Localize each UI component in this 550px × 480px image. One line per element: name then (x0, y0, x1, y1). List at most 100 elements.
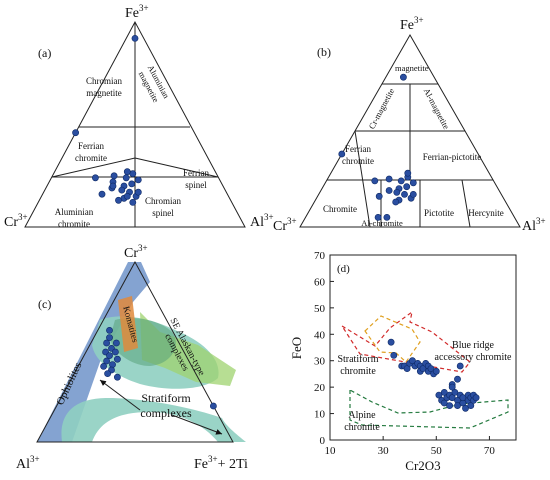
field-label-cr-magnetite: Cr-magnetite (366, 86, 396, 130)
data-point (392, 198, 400, 206)
field-stratiform-lower (61, 398, 246, 442)
data-point (448, 383, 456, 391)
data-point (112, 348, 119, 356)
panel-label: (d) (337, 263, 350, 275)
data-points-b (338, 73, 417, 221)
field-label-pictotite: Pictotite (424, 208, 454, 218)
data-point (106, 334, 113, 341)
data-point (113, 339, 120, 347)
field-label-hercynite: Hercynite (468, 208, 503, 218)
y-tick-label: 10 (314, 409, 326, 421)
data-point (390, 351, 398, 359)
vertex-label-right: Fe3++ 2Ti (194, 454, 248, 472)
field-se-alaskan (140, 312, 236, 386)
vertex-label-left: Cr3+ (4, 212, 28, 230)
data-point (409, 179, 417, 187)
panel-label: (c) (38, 297, 51, 311)
data-point (401, 190, 408, 198)
data-point (131, 35, 139, 42)
data-point (456, 362, 464, 370)
plot-frame (329, 254, 517, 441)
data-point (403, 183, 411, 191)
data-point (72, 129, 79, 137)
data-point (440, 399, 448, 407)
data-point (123, 168, 131, 176)
data-point (110, 172, 118, 180)
y-tick-label: 30 (314, 356, 326, 368)
data-point (114, 355, 121, 363)
data-point (459, 394, 467, 402)
vertex-label-top: Fe3+ (400, 15, 424, 33)
vertex-label-left: Al3+ (16, 454, 40, 472)
data-point (134, 188, 142, 196)
ternary-frame (36, 260, 234, 443)
data-point (118, 186, 126, 194)
x-axis-label: Cr2O3 (405, 458, 440, 473)
data-point (106, 326, 113, 334)
data-point (104, 370, 111, 377)
data-point (385, 175, 393, 183)
data-point (427, 365, 435, 372)
data-point (122, 174, 130, 182)
data-point (440, 388, 448, 396)
data-point (114, 373, 121, 381)
data-point (435, 391, 443, 399)
stratiform-arrow (171, 414, 223, 435)
data-points-a (72, 35, 142, 206)
field-label-al-magnetite: Al-magnetite (422, 86, 452, 130)
panel-c: (c) Cr3+ Al3+ Fe3++ 2Ti Ophiolites Komat… (16, 243, 248, 472)
field-label-aluminian-magnetite: Aluminianmagnetite (136, 63, 172, 106)
data-point (103, 339, 110, 347)
x-tick-label: 30 (378, 445, 390, 457)
data-point (385, 187, 393, 194)
field-label-chromite: Chromite (323, 204, 357, 214)
y-tick-label: 70 (314, 250, 326, 262)
data-point (467, 402, 475, 409)
panel-b: (b) Fe3+ Cr3+ Al3+ magnetite Cr-magnetit… (273, 15, 546, 234)
data-points-d (387, 338, 480, 412)
data-points-c (100, 326, 217, 410)
data-point (451, 388, 459, 396)
vertex-label-right: Al3+ (250, 212, 274, 230)
data-point (446, 402, 453, 409)
data-point (408, 357, 416, 365)
outline-alpine (349, 388, 509, 429)
y-tick-label: 50 (314, 303, 326, 315)
data-point (103, 357, 110, 365)
outline-blue-ridge (364, 315, 421, 363)
y-tick-label: 20 (314, 382, 326, 394)
field-boundary (51, 157, 136, 178)
outline-stratiform (341, 310, 471, 373)
data-point (115, 196, 122, 204)
field-label-al-chromite: Al-chromite (361, 218, 403, 228)
vertex-label-top: Cr3+ (124, 243, 148, 261)
data-point (129, 198, 137, 206)
data-point (338, 150, 346, 158)
data-point (134, 176, 142, 184)
data-point (375, 192, 383, 200)
data-point (123, 192, 131, 200)
y-tick-label: 60 (314, 276, 326, 288)
data-point (98, 190, 106, 198)
data-point (404, 169, 412, 177)
field-boundary (354, 130, 371, 228)
data-point (454, 375, 461, 383)
field-komatites (118, 296, 138, 352)
data-point (128, 180, 136, 188)
panel-label: (b) (317, 45, 331, 59)
field-boundary (134, 157, 219, 178)
data-point (374, 213, 382, 221)
data-point (387, 338, 395, 346)
field-label-magnetite: magnetite (395, 63, 429, 73)
data-point (432, 367, 440, 375)
